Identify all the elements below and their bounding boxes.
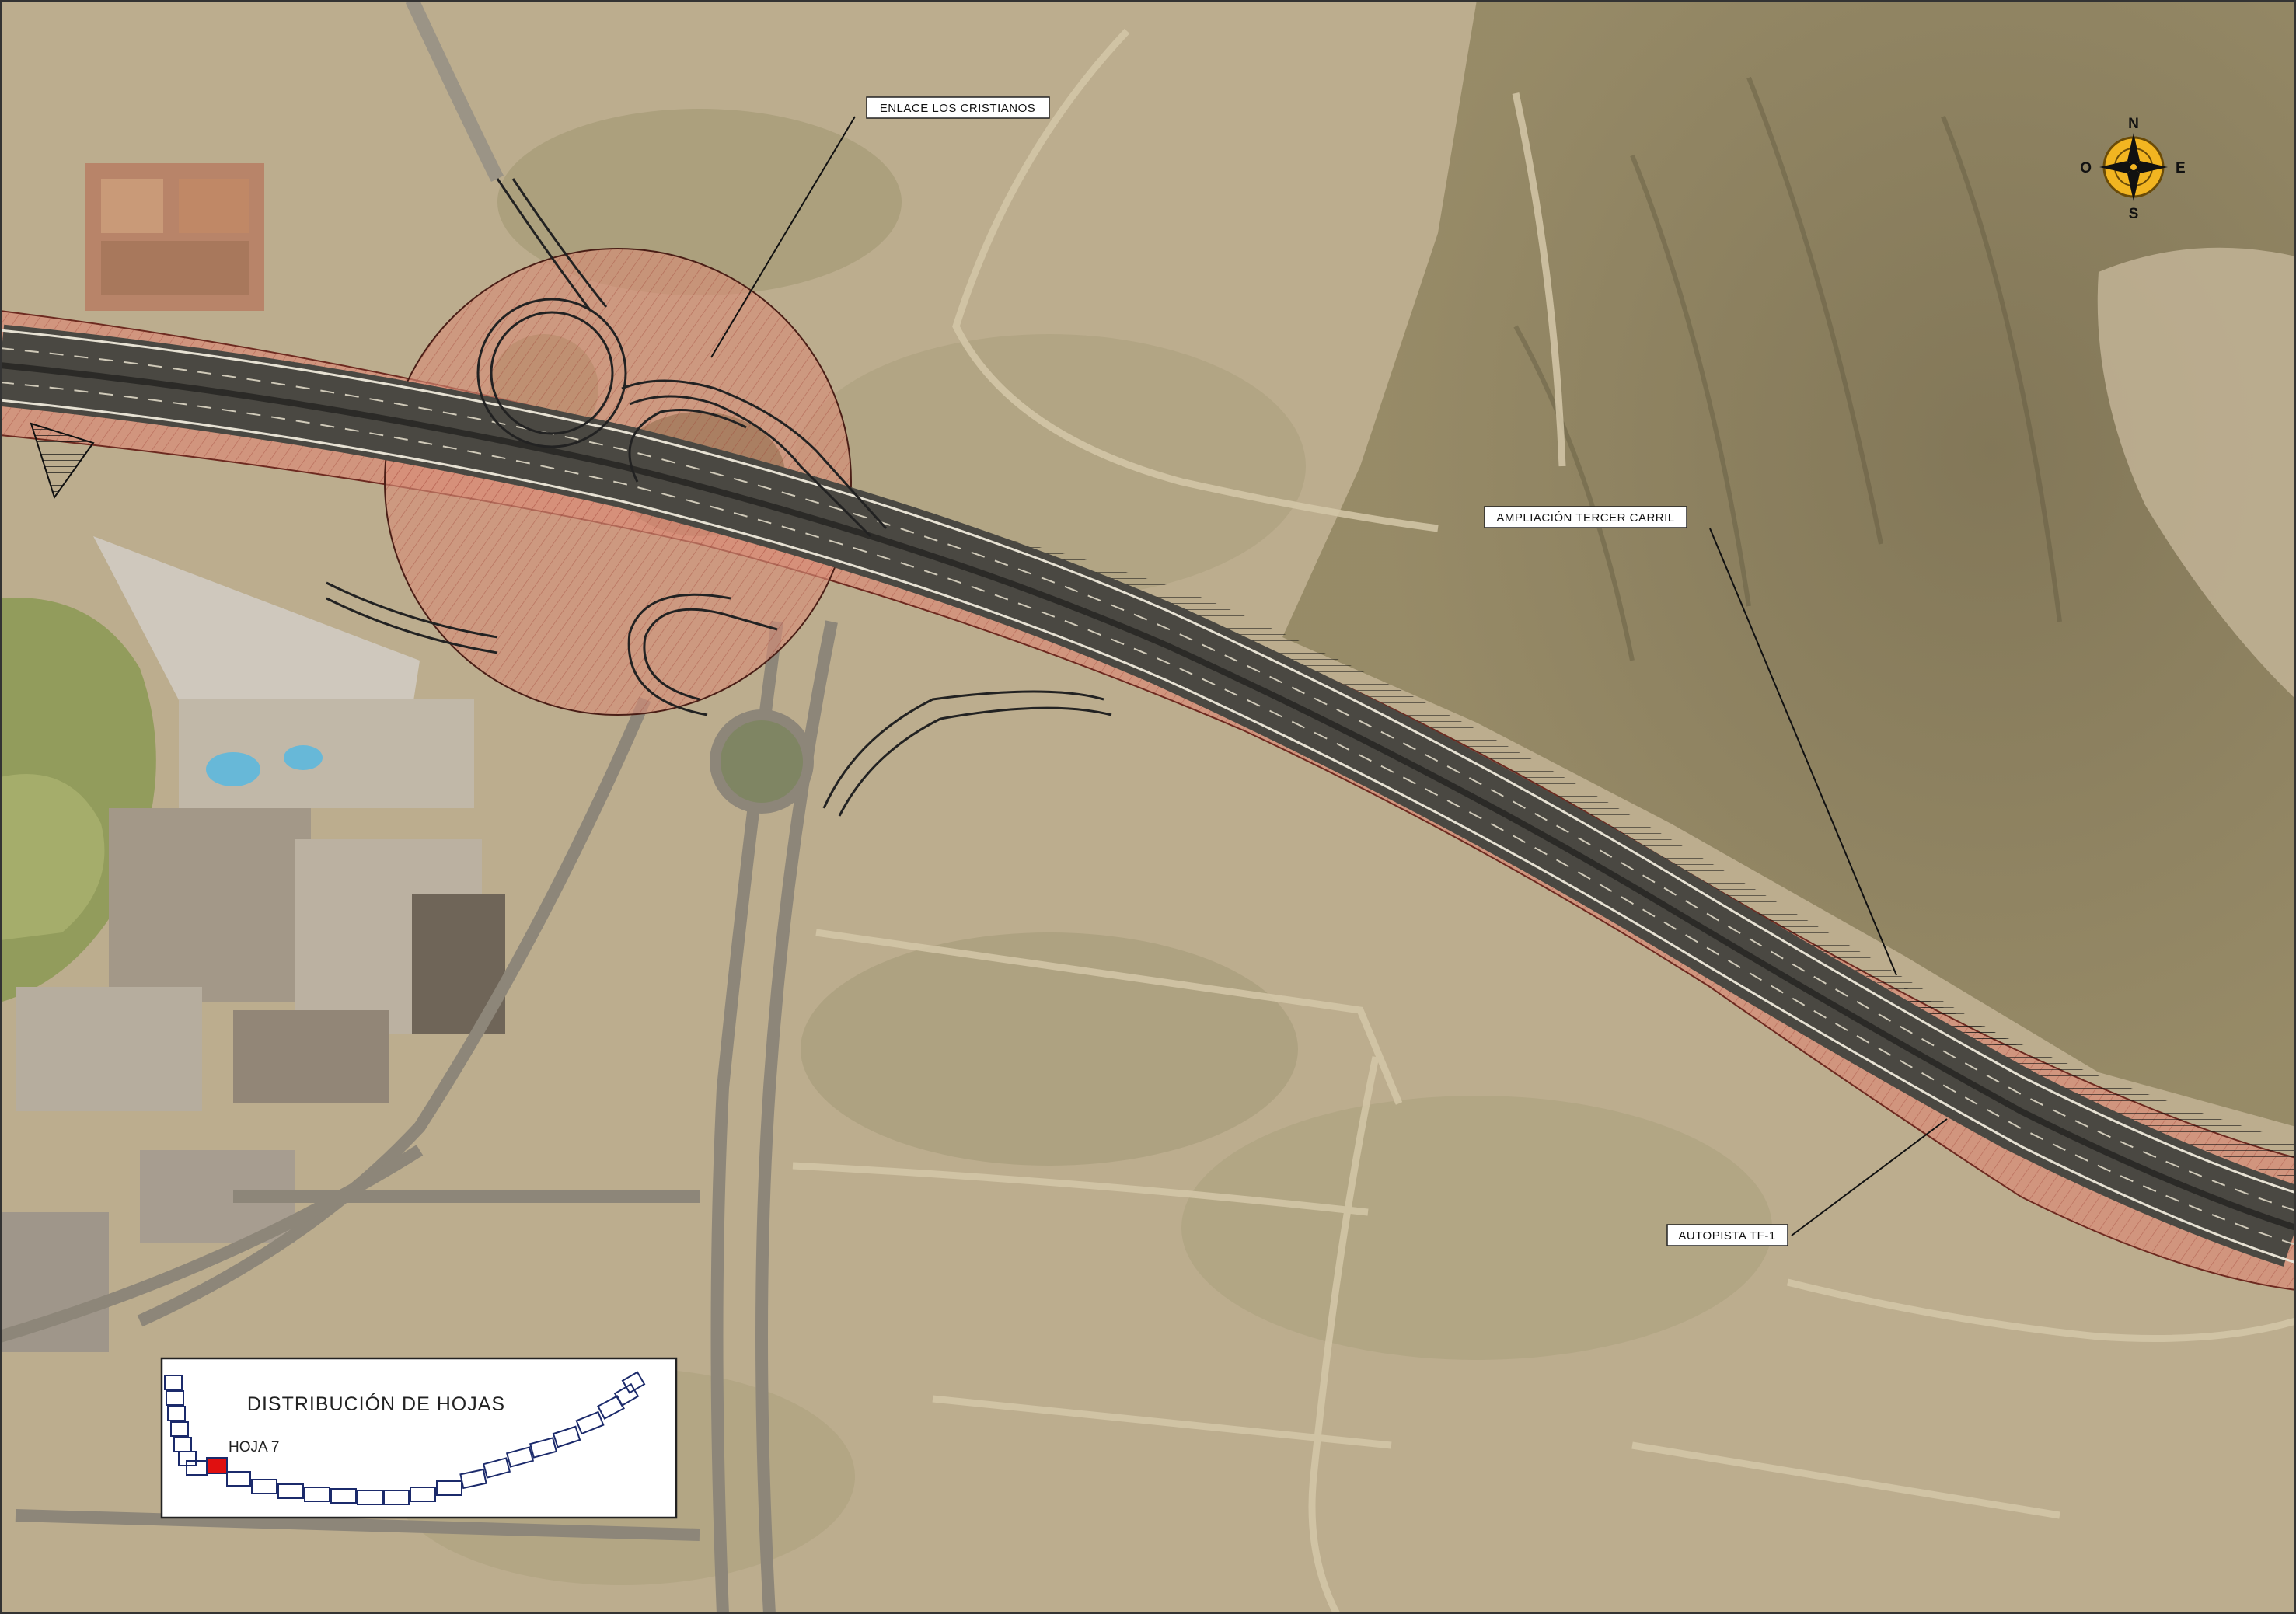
ridge-lines bbox=[1513, 76, 2062, 661]
highway-edge-north bbox=[0, 329, 2296, 1194]
callout-highway: AUTOPISTA TF-1 bbox=[1666, 1118, 1948, 1246]
slope-hatch-east bbox=[1904, 987, 2296, 1181]
inset-frame bbox=[160, 1357, 678, 1519]
sheet-tiles bbox=[164, 1371, 646, 1505]
mountain-area bbox=[1282, 0, 2296, 1127]
vegetation-patch bbox=[1181, 1096, 1772, 1360]
callout-interchange: ENLACE LOS CRISTIANOS bbox=[710, 96, 1050, 358]
callout-interchange-label: ENLACE LOS CRISTIANOS bbox=[880, 102, 1036, 115]
slope-hatch-west bbox=[30, 422, 95, 500]
lane-marking bbox=[0, 382, 2296, 1246]
current-sheet-label: HOJA 7 bbox=[229, 1439, 279, 1455]
callout-box bbox=[1666, 1224, 1788, 1246]
callout-highway-label: AUTOPISTA TF-1 bbox=[1678, 1229, 1775, 1243]
sheet-index-title: DISTRIBUCIÓN DE HOJAS bbox=[247, 1393, 505, 1415]
callout-box bbox=[1484, 506, 1687, 528]
interchange-ramps bbox=[326, 178, 1112, 817]
compass-rose-icon: N S E O bbox=[2080, 116, 2185, 222]
callout-box bbox=[866, 96, 1050, 119]
current-sheet-marker bbox=[206, 1457, 228, 1474]
leader-line bbox=[1791, 1118, 1948, 1236]
compass-north-label: N bbox=[2128, 116, 2139, 132]
leader-line bbox=[1709, 528, 1897, 976]
highway-tf1 bbox=[0, 324, 2296, 1267]
highway-median bbox=[0, 362, 2296, 1231]
vegetation-patch bbox=[497, 109, 902, 295]
callout-widening-label: AMPLIACIÓN TERCER CARRIL bbox=[1496, 511, 1674, 525]
north-access-road bbox=[405, 0, 504, 183]
compass-east-label: E bbox=[2176, 160, 2186, 176]
sheet-index-inset: DISTRIBUCIÓN DE HOJAS bbox=[160, 1357, 678, 1519]
highway-edge-south bbox=[0, 399, 2296, 1264]
compass-west-label: O bbox=[2080, 160, 2092, 176]
roundabout-south bbox=[710, 709, 814, 814]
vegetation-patch bbox=[801, 932, 1298, 1166]
golf-green bbox=[0, 774, 105, 940]
leader-line bbox=[710, 116, 856, 358]
callout-widening: AMPLIACIÓN TERCER CARRIL bbox=[1484, 506, 1897, 976]
lane-marking bbox=[0, 347, 2296, 1211]
compass-south-label: S bbox=[2129, 206, 2139, 222]
urban-area bbox=[0, 163, 505, 1352]
light-ridge bbox=[2097, 247, 2296, 699]
dirt-tracks bbox=[792, 28, 2296, 1614]
